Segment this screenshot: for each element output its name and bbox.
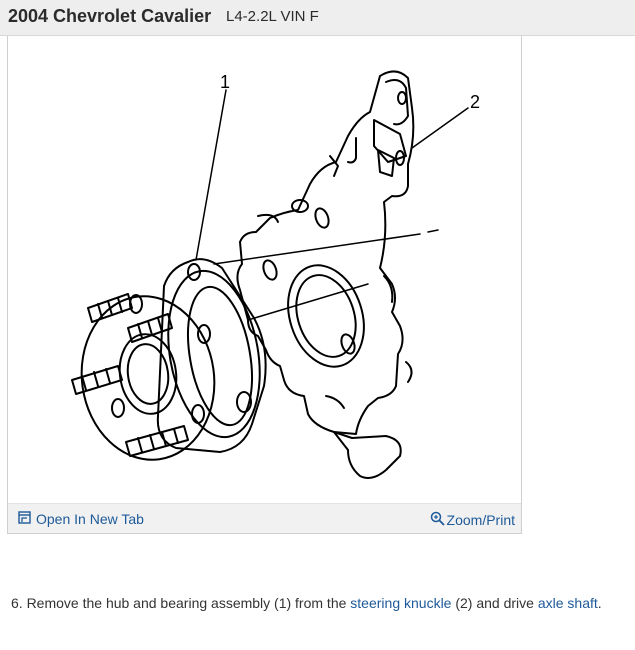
engine-subtitle: L4-2.2L VIN F — [226, 8, 319, 25]
open-in-new-tab-icon — [18, 511, 31, 527]
figure-footer: Open In New Tab Zoom/Print — [8, 503, 521, 533]
step-text-part2: (2) and drive — [451, 595, 538, 611]
figure-panel: 1 2 Open In New Tab Zoom/Print — [7, 36, 522, 534]
step-text-part1: 6. Remove the hub and bearing assembly (… — [11, 595, 351, 611]
axle-shaft-link[interactable]: axle shaft — [537, 595, 598, 611]
callout-2: 2 — [470, 92, 480, 112]
callout-1: 1 — [220, 72, 230, 92]
step-text-part3: . — [597, 595, 602, 611]
vehicle-title: 2004 Chevrolet Cavalier — [8, 6, 212, 26]
page-header: 2004 Chevrolet Cavalier L4-2.2L VIN F — [0, 0, 635, 36]
open-in-new-tab-label: Open In New Tab — [36, 511, 144, 527]
open-in-new-tab-link[interactable]: Open In New Tab — [18, 511, 144, 527]
zoom-print-label: Zoom/Print — [446, 512, 515, 528]
step-instruction: 6. Remove the hub and bearing assembly (… — [11, 595, 602, 611]
steering-knuckle-link[interactable]: steering knuckle — [350, 595, 452, 611]
zoom-print-link[interactable]: Zoom/Print — [430, 511, 515, 529]
hub-bearing-diagram: 1 2 — [71, 70, 480, 479]
zoom-magnifier-icon — [430, 511, 445, 529]
